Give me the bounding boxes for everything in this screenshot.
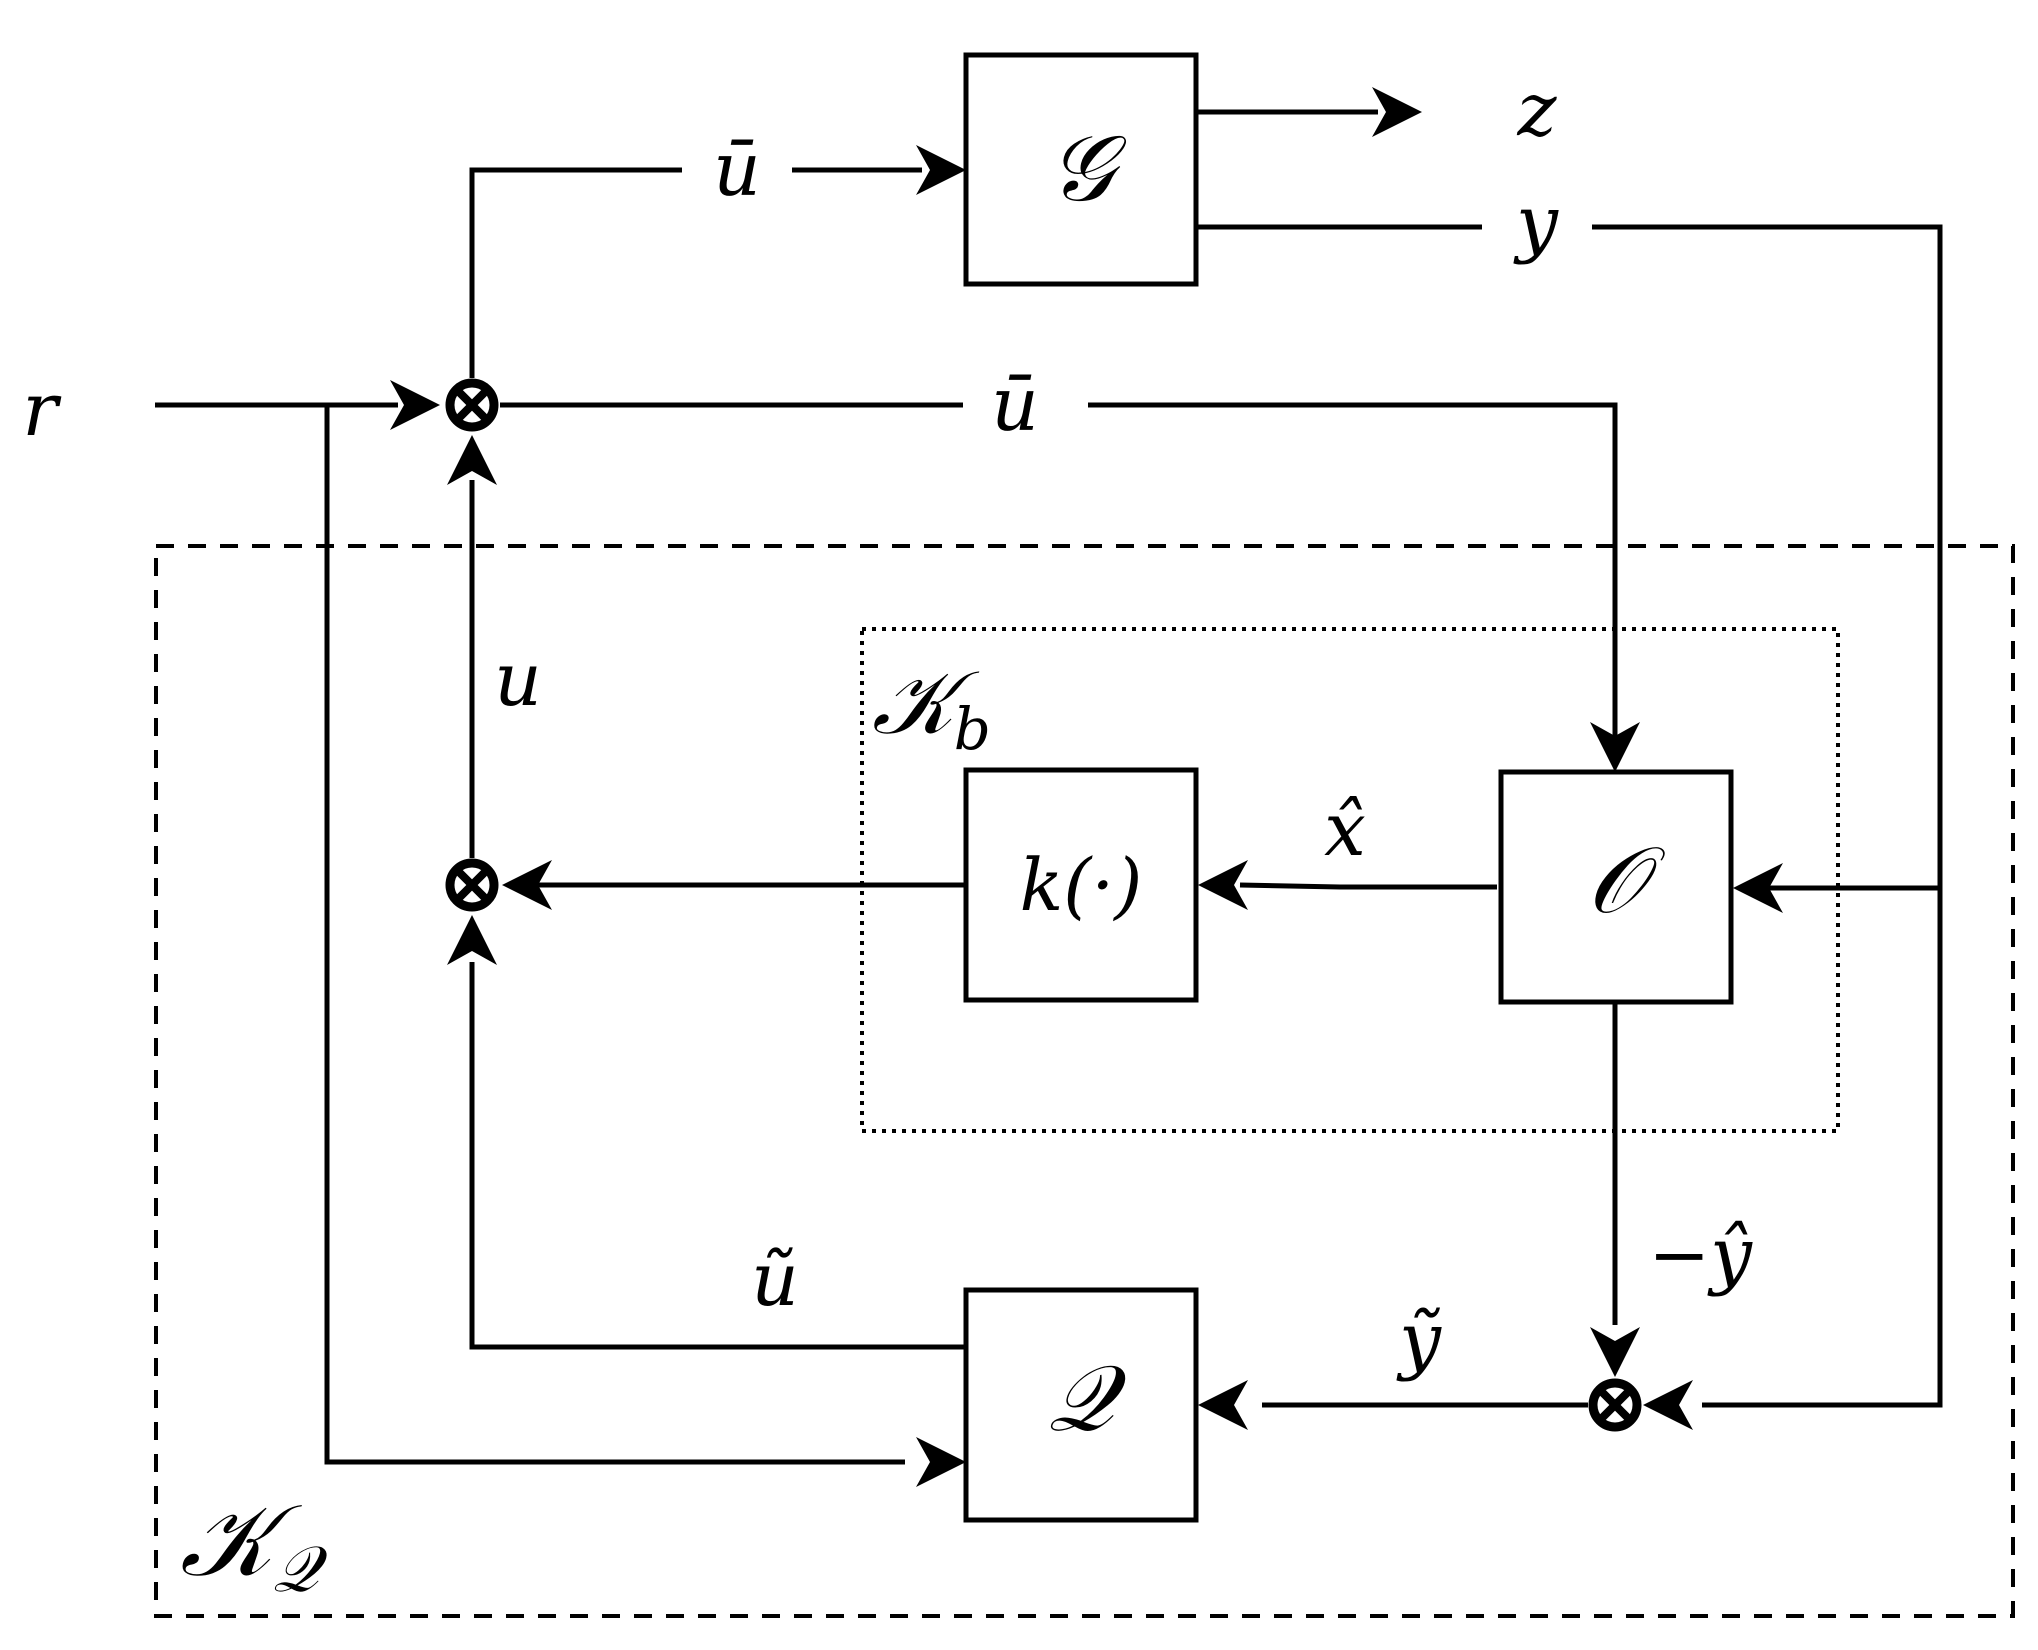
wire-ubar-to-observer — [500, 402, 1618, 740]
gap-ubar-top — [682, 140, 792, 200]
wire-r-to-q — [324, 405, 905, 1465]
wire-utilde — [469, 962, 966, 1350]
middle-summing-junction — [445, 858, 499, 912]
plant-block: 𝒢 — [963, 52, 1199, 287]
gap-y — [1482, 197, 1592, 257]
bottom-summing-junction — [1588, 1378, 1642, 1432]
label-r: r — [22, 367, 62, 453]
arrow-u-to-top-junction — [447, 435, 497, 485]
youla-label: 𝒬 — [1048, 1345, 1127, 1452]
top-summing-junction — [445, 378, 499, 432]
label-z: z — [1517, 67, 1558, 153]
arrowheads — [390, 87, 1783, 1487]
arrow-utilde-to-mid-junction — [447, 915, 497, 965]
arrow-to-plant — [916, 145, 966, 195]
arrow-to-mid-junction — [502, 860, 552, 910]
youla-block: 𝒬 — [963, 1287, 1199, 1523]
wire-xhat — [1239, 882, 1497, 890]
label-neg-yhat: −ŷ — [1648, 1212, 1753, 1298]
label-utilde: ũ — [751, 1237, 799, 1323]
label-q-controller-sub: 𝒬 — [273, 1533, 328, 1607]
gap-ubar-mid — [963, 375, 1088, 435]
label-u: u — [494, 637, 542, 723]
label-ytilde: ỹ — [1396, 1297, 1442, 1383]
arrow-z — [1372, 87, 1422, 137]
label-base-controller-sub: b — [954, 695, 991, 763]
observer-block: 𝒪 — [1498, 769, 1734, 1005]
arrow-r-to-q — [916, 1437, 966, 1487]
arrow-to-k — [1198, 860, 1248, 910]
arrow-to-bottom-junction-right — [1643, 1380, 1693, 1430]
arrow-to-q — [1198, 1380, 1248, 1430]
label-q-controller: 𝒦𝒬 — [180, 1482, 328, 1607]
state-feedback-block: k(·) — [963, 767, 1199, 1003]
arrow-r-to-junction — [390, 380, 440, 430]
label-base-controller: 𝒦b — [872, 651, 991, 763]
arrow-to-bottom-junction-top — [1590, 1327, 1640, 1377]
label-xhat: x̂ — [1324, 787, 1366, 873]
arrow-to-observer-top — [1590, 722, 1640, 772]
q-controller-region — [154, 544, 2015, 1618]
label-y: y — [1513, 180, 1559, 266]
state-feedback-label: k(·) — [1020, 843, 1143, 927]
label-ubar-mid: ū — [991, 362, 1039, 448]
label-ubar-top: ū — [713, 127, 761, 213]
arrow-to-observer-right — [1733, 863, 1783, 913]
wire-ubar-to-plant — [469, 167, 922, 378]
